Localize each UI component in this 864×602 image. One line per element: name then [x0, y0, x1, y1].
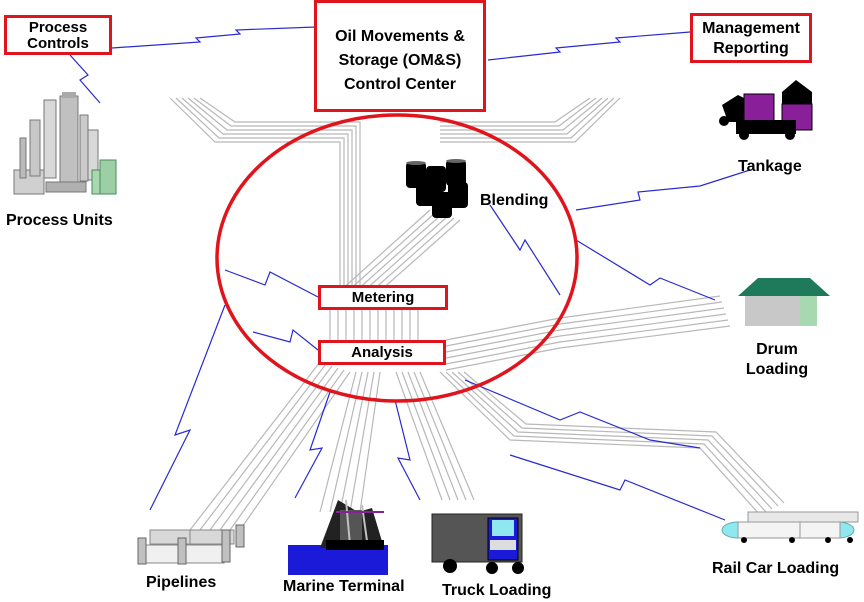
- tankage-label: Tankage: [738, 158, 802, 175]
- rail-car-icon: [721, 511, 859, 543]
- marine-terminal-label: Marine Terminal: [283, 578, 405, 595]
- pipe-bundle-marine: [319, 371, 381, 513]
- tankage-icon: [719, 80, 813, 140]
- drum-loading-label: Drum Loading: [745, 341, 809, 378]
- truck-loading-label: Truck Loading: [442, 582, 552, 599]
- link-process-controls: [111, 26, 317, 49]
- pipe-bundle-drum: [445, 295, 731, 371]
- link-blending-lower: [489, 204, 561, 296]
- pipe-bundle-rail: [439, 371, 785, 516]
- pipe-bundle-pipelines: [189, 361, 351, 531]
- comm-links: [69, 26, 751, 521]
- pipe-bundle-truck: [395, 371, 475, 501]
- rail-car-loading-label: Rail Car Loading: [712, 560, 840, 577]
- link-pipelines: [149, 304, 226, 511]
- management-reporting-box: Management Reporting: [690, 13, 812, 63]
- process-units-label: Process Units: [6, 212, 113, 229]
- link-rail-low: [509, 454, 726, 521]
- analysis-box: Analysis: [318, 340, 446, 365]
- process-units-icon: [13, 92, 117, 195]
- link-tankage: [575, 169, 751, 211]
- link-metering-left: [224, 269, 319, 298]
- pipelines-icon: [137, 524, 245, 565]
- metering-box: Metering: [318, 285, 448, 310]
- link-management: [487, 31, 691, 61]
- link-rail-high: [464, 379, 701, 449]
- link-truck: [394, 399, 421, 501]
- pipe-bundle-center: [329, 310, 419, 345]
- link-analysis-left: [252, 328, 319, 351]
- process-controls-box: Process Controls: [4, 15, 112, 55]
- link-marine: [294, 391, 331, 499]
- link-process-units: [69, 54, 101, 104]
- control-center-ring: [215, 113, 579, 403]
- truck-icon: [431, 513, 524, 574]
- marine-terminal-icon: [288, 499, 388, 575]
- blending-drums-icon: [406, 159, 468, 218]
- warehouse-icon: [738, 278, 830, 326]
- control-center-box: Oil Movements & Storage (OM&S) Control C…: [314, 0, 486, 112]
- blending-label: Blending: [480, 192, 549, 209]
- pipe-bundle-upper-left: [169, 97, 361, 300]
- link-blending-drum: [575, 239, 716, 301]
- pipelines-label: Pipelines: [146, 574, 217, 591]
